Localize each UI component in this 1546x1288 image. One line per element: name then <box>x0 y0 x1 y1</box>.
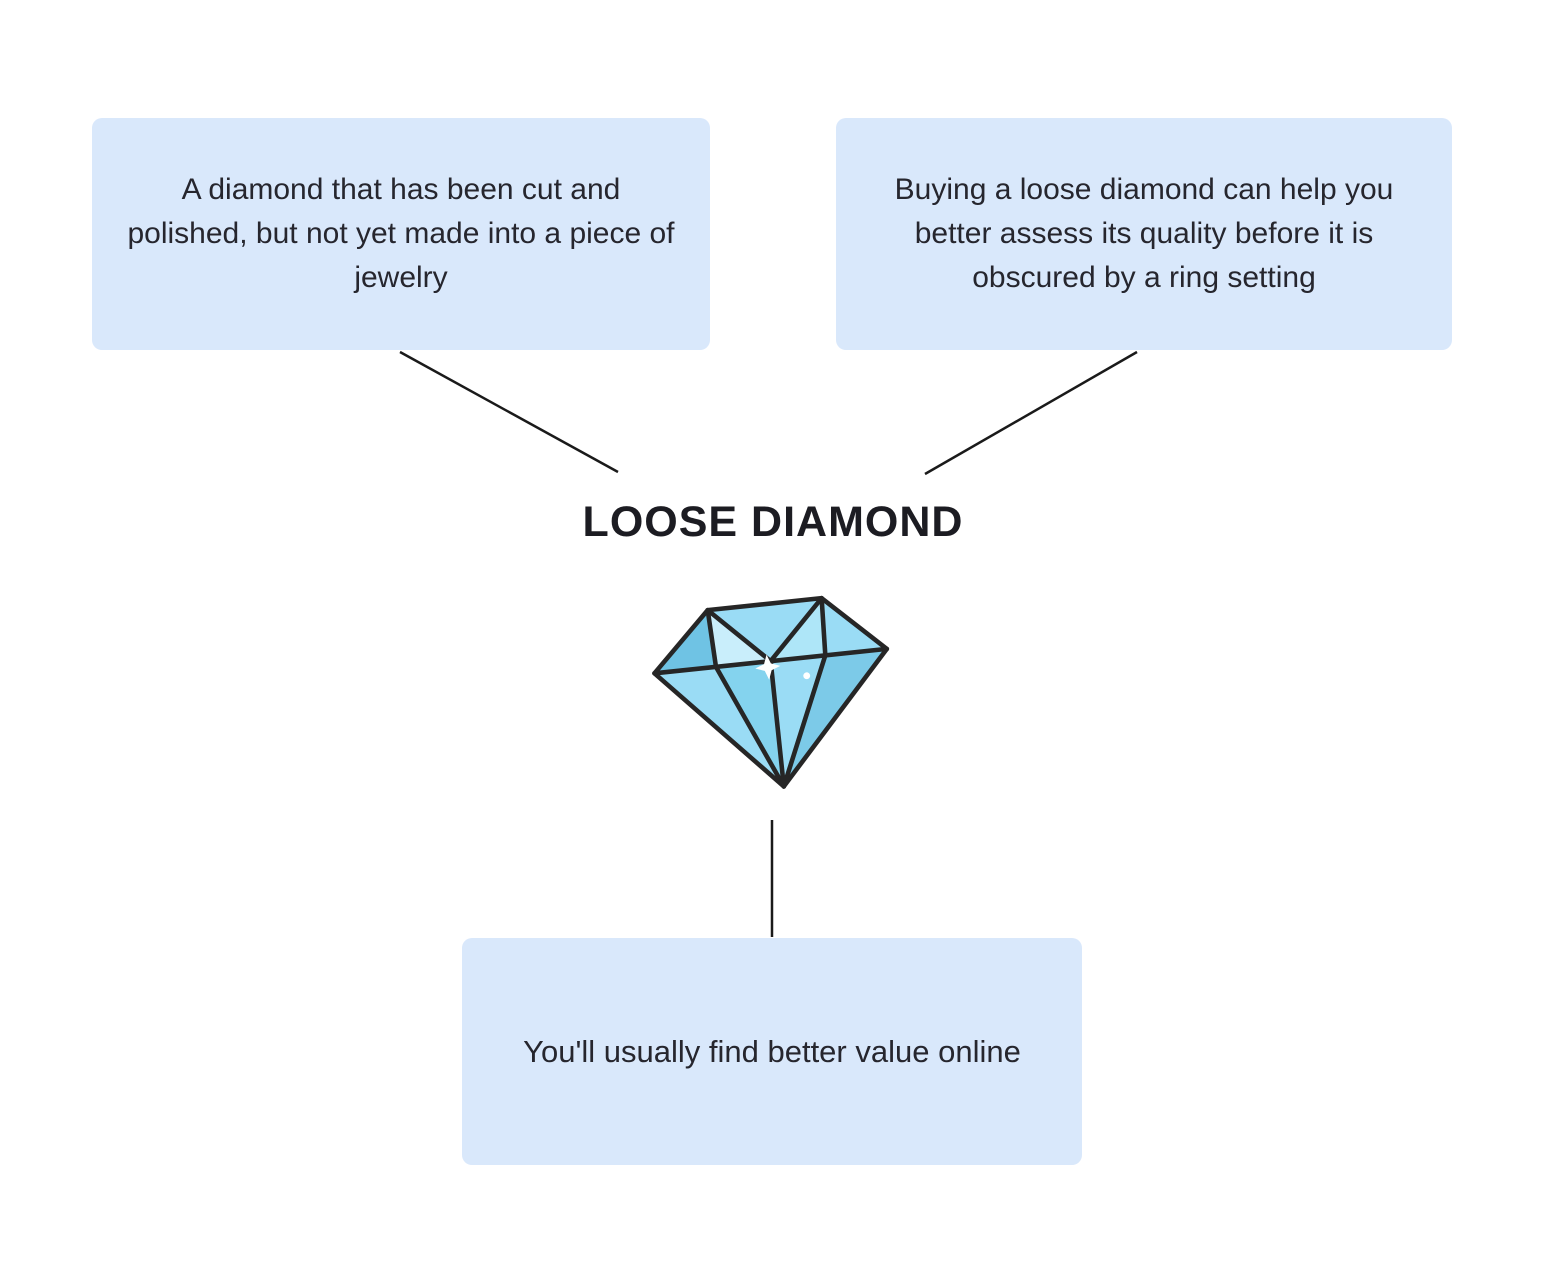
connector-left-line <box>399 350 619 474</box>
connector-right-line <box>924 350 1138 476</box>
diamond-icon <box>652 595 890 789</box>
page-title: LOOSE DIAMOND <box>582 498 964 546</box>
assessment-text: Buying a loose diamond can help you bett… <box>894 172 1394 295</box>
definition-text: A diamond that has been cut and polished… <box>127 172 675 295</box>
diamond-illustration <box>638 575 911 810</box>
sparkle-icon <box>755 654 781 680</box>
definition-box: A diamond that has been cut and polished… <box>92 118 710 350</box>
value-box: You'll usually find better value online <box>462 938 1082 1165</box>
assessment-box: Buying a loose diamond can help you bett… <box>836 118 1452 350</box>
value-text: You'll usually find better value online <box>523 1033 1021 1069</box>
